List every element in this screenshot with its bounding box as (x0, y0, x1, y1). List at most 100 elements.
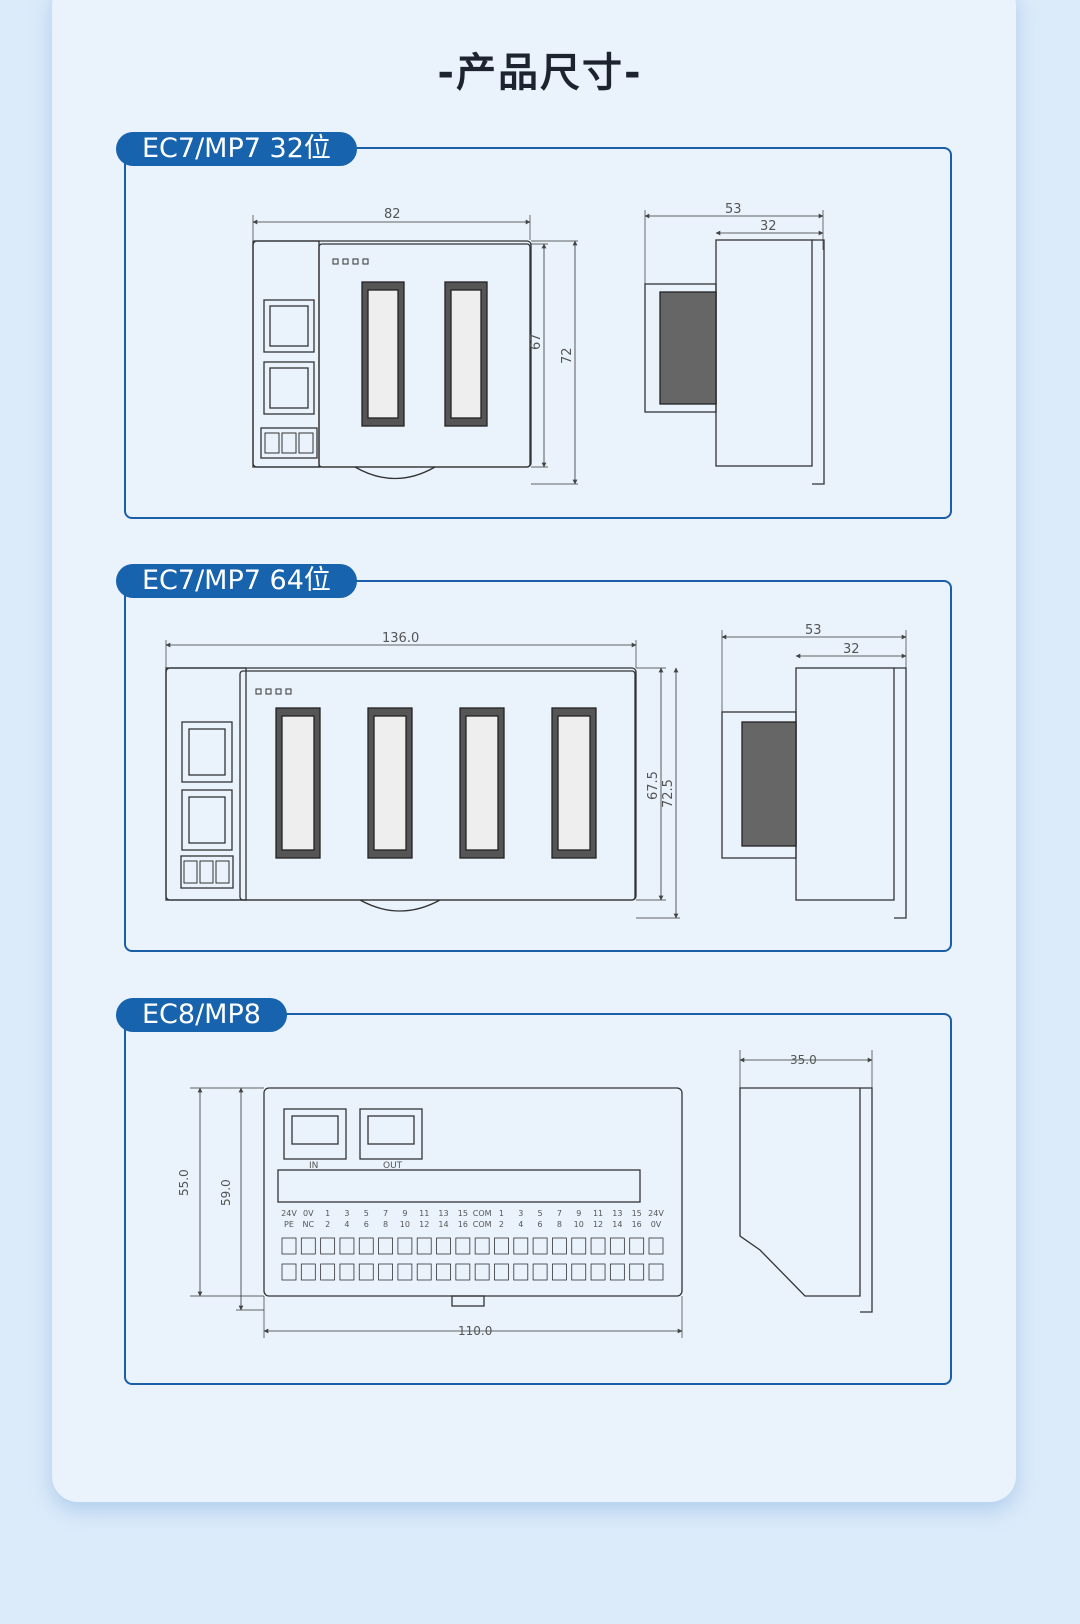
dim-inner-depth-32: 32 (760, 219, 777, 234)
dim-depth-64: 53 (805, 623, 822, 638)
dimension-panel-32 (124, 147, 952, 519)
terminal-label-top: 9 (402, 1209, 407, 1218)
terminal-label-bottom: 0V (651, 1220, 662, 1229)
side-view-64 (721, 630, 907, 919)
terminal-block (609, 1237, 625, 1255)
dimension-panel-64 (124, 580, 952, 952)
section-label-ec8: EC8/MP8 (116, 998, 287, 1032)
terminal-label-bottom: 8 (557, 1220, 562, 1229)
front-view-32 (252, 215, 578, 485)
terminal-block (358, 1237, 374, 1255)
terminal-label-bottom: COM (473, 1220, 492, 1229)
terminal-label-top: 7 (383, 1209, 388, 1218)
terminal-block (416, 1263, 432, 1281)
terminal-block (378, 1263, 393, 1281)
terminal-block (320, 1237, 336, 1255)
terminal-label-top: 24V (281, 1209, 297, 1218)
terminal-block (397, 1263, 413, 1281)
terminal-block (494, 1263, 509, 1281)
terminal-label-top: 7 (557, 1209, 562, 1218)
dim-height-32: 72 (560, 347, 575, 364)
terminal-block (513, 1237, 529, 1255)
labels-32: 82 67 72 53 32 (384, 202, 777, 364)
terminal-block (552, 1237, 567, 1255)
dim-width-64: 136.0 (382, 631, 419, 646)
terminal-label-top: 13 (438, 1209, 448, 1218)
dim-inner-height-64: 67.5 (646, 771, 661, 800)
terminal-label-bottom: 8 (383, 1220, 388, 1229)
terminal-block (648, 1263, 664, 1281)
terminal-block (494, 1237, 509, 1255)
terminal-block (474, 1263, 490, 1281)
terminal-block (320, 1263, 336, 1281)
terminal-label-top: 1 (499, 1209, 504, 1218)
terminal-block (339, 1263, 355, 1281)
terminal-label-bottom: 2 (325, 1220, 330, 1229)
terminal-label-bottom: 2 (499, 1220, 504, 1229)
terminal-label-bottom: 14 (612, 1220, 622, 1229)
dim-width-32: 82 (384, 207, 401, 222)
dim-inner-height-ec8: 55.0 (177, 1169, 191, 1196)
terminal-labels: 24VPE0VNC12345678910111213141516COMCOM12… (281, 1209, 664, 1229)
terminal-block (648, 1237, 664, 1255)
terminal-label-top: 5 (364, 1209, 369, 1218)
terminal-block (416, 1237, 432, 1255)
front-view-ec8 (190, 1087, 683, 1338)
terminal-block (590, 1263, 606, 1281)
terminal-label-bottom: 16 (632, 1220, 642, 1229)
terminal-label-bottom: 6 (538, 1220, 543, 1229)
terminal-block (436, 1263, 451, 1281)
terminal-block (513, 1263, 529, 1281)
terminal-block (552, 1263, 567, 1281)
side-view-ec8 (739, 1050, 873, 1313)
terminal-block (455, 1263, 471, 1281)
side-view-32 (644, 210, 825, 485)
terminal-block (474, 1237, 490, 1255)
terminal-label-bottom: 12 (419, 1220, 429, 1229)
terminal-label-bottom: NC (303, 1220, 315, 1229)
front-view-64 (165, 640, 680, 919)
terminal-block (378, 1237, 393, 1255)
labels-64: 136.0 67.5 72.5 53 32 (382, 623, 860, 808)
terminal-block (281, 1263, 297, 1281)
terminal-block (300, 1237, 316, 1255)
terminal-label-top: 11 (593, 1209, 603, 1218)
dim-inner-height-32: 67 (529, 333, 544, 350)
terminal-label-top: COM (473, 1209, 492, 1218)
terminal-label-bottom: 4 (518, 1220, 523, 1229)
terminal-block (436, 1237, 451, 1255)
port-label-in: IN (309, 1161, 318, 1171)
section-label-32: EC7/MP7 32位 (116, 132, 357, 166)
section-label-64: EC7/MP7 64位 (116, 564, 357, 598)
page-title: -产品尺寸- (437, 50, 643, 96)
terminal-label-top: 3 (344, 1209, 349, 1218)
terminal-label-top: 1 (325, 1209, 330, 1218)
terminal-block (532, 1263, 548, 1281)
dimension-panel-ec8 (124, 1013, 952, 1385)
terminal-block (571, 1263, 587, 1281)
terminal-block (609, 1263, 625, 1281)
labels-ec8: 55.0 59.0 110.0 35.0 IN OUT (177, 1053, 817, 1338)
terminal-label-bottom: 6 (364, 1220, 369, 1229)
terminal-block (281, 1237, 297, 1255)
terminal-block (339, 1237, 355, 1255)
terminal-block (629, 1263, 645, 1281)
terminal-label-top: 13 (612, 1209, 622, 1218)
terminal-label-bottom: 14 (438, 1220, 448, 1229)
terminal-label-bottom: 16 (458, 1220, 468, 1229)
dim-depth-32: 53 (725, 202, 742, 217)
terminal-label-bottom: 10 (400, 1220, 410, 1229)
dim-depth-ec8: 35.0 (790, 1053, 817, 1067)
terminal-block (590, 1237, 606, 1255)
terminal-label-top: 15 (632, 1209, 642, 1218)
content-card (52, 0, 1016, 1502)
terminal-label-top: 5 (538, 1209, 543, 1218)
port-label-out: OUT (383, 1161, 403, 1171)
terminal-label-bottom: PE (284, 1220, 294, 1229)
terminal-block (455, 1237, 471, 1255)
terminal-block (571, 1237, 587, 1255)
terminal-block (358, 1263, 374, 1281)
terminal-label-top: 24V (648, 1209, 664, 1218)
terminal-block (532, 1237, 548, 1255)
